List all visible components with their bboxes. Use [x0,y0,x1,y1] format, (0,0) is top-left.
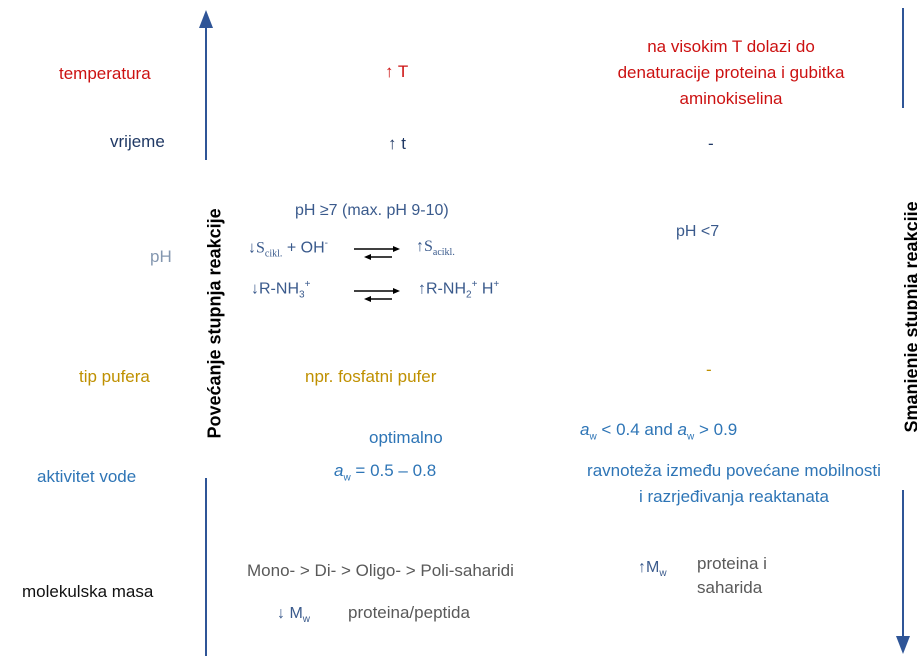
ph-decrease: pH <7 [676,223,720,240]
buffer-increase: npr. fosfatni pufer [305,367,437,386]
row-label-ph: pH [150,247,172,266]
molecular-mass-increase-line1: Mono- > Di- > Oligo- > Poli-saharidi [247,561,514,580]
row-label-water-activity: aktivitet vode [37,467,137,486]
molecular-mass-decrease-text: proteina i saharida [697,554,767,597]
row-label-time: vrijeme [110,132,165,151]
water-activity-decrease-range: aw < 0.4 and aw > 0.9 [580,420,738,443]
row-label-molecular-mass: molekulska masa [22,582,154,601]
ph-eq2-right: ↑R-NH2+ H+ [418,279,500,301]
water-activity-decrease-text: ravnoteža između povećane mobilnosti i r… [587,461,881,506]
left-axis-arrow [199,10,213,656]
ph-eq1-right: ↑Sacikl. [416,238,455,259]
row-label-temperature: temperatura [59,64,151,83]
ph-increase-title: pH ≥7 (max. pH 9-10) [295,202,449,219]
time-decrease: - [708,134,714,153]
water-activity-increase-title: optimalno [369,428,443,447]
ph-eq2-left: ↓R-NH3+ [251,279,311,301]
time-increase: ↑ t [388,134,406,153]
ph-eq1-left: ↓Scikl. + OH- [248,238,328,260]
temperature-decrease: na visokim T dolazi do denaturacije prot… [617,37,845,108]
left-axis-label: Povećanje stupnja reakcije [204,208,225,439]
right-axis-label: Smanjenje stupnja reakcije [901,201,917,433]
buffer-decrease: - [706,360,712,379]
right-axis-arrow [896,8,910,654]
water-activity-increase-range: aw = 0.5 – 0.8 [334,461,437,484]
molecular-mass-decrease-symbol: ↑Mw [638,559,667,580]
row-label-buffer: tip pufera [79,367,150,386]
temperature-increase: ↑ T [385,62,409,81]
equilibrium-arrows-2 [354,288,400,302]
equilibrium-arrows-1 [354,246,400,260]
molecular-mass-increase-symbol: ↓ Mw [277,605,311,626]
molecular-mass-increase-line2: proteina/peptida [348,603,470,622]
